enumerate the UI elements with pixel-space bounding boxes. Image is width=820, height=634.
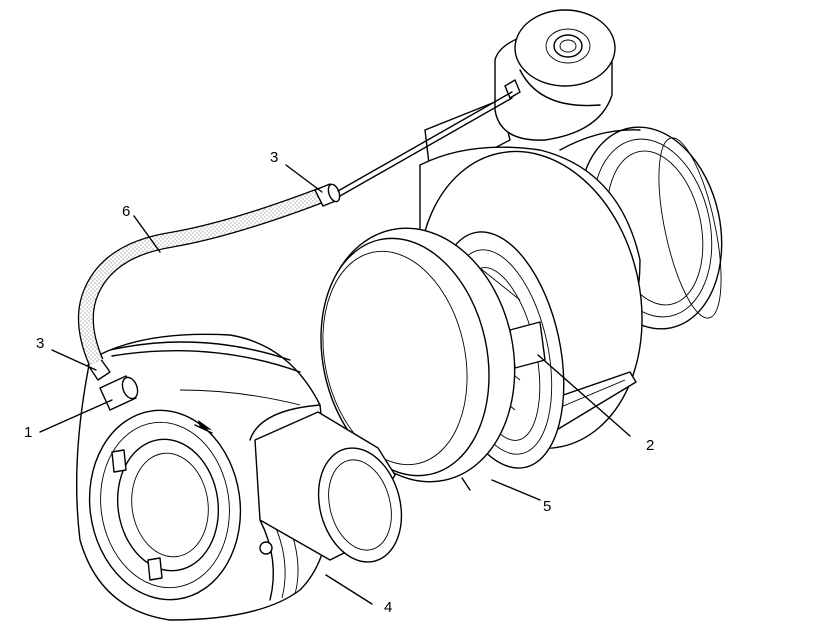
- oil-hose: [77, 91, 513, 366]
- callout-2: 2: [646, 437, 654, 454]
- leader-1: [39, 399, 113, 433]
- callout-3-upper: 3: [270, 149, 278, 166]
- callout-3-lower: 3: [36, 335, 44, 352]
- leader-3a: [51, 349, 97, 371]
- leader-2: [537, 354, 631, 437]
- wastegate-actuator: [424, 9, 616, 173]
- callout-1: 1: [24, 424, 32, 441]
- callout-labels: 1 2 3 3 4 5 6: [24, 149, 654, 616]
- outlet-tube: [249, 404, 403, 563]
- leader-4: [325, 574, 373, 605]
- callout-6: 6: [122, 203, 130, 220]
- leader-6: [133, 215, 161, 253]
- callout-5: 5: [543, 498, 551, 515]
- compressor-cover: [320, 227, 516, 491]
- callout-4: 4: [384, 599, 392, 616]
- volute-housing: [75, 333, 331, 621]
- leader-3b: [285, 164, 323, 193]
- leader-lines: [39, 164, 631, 605]
- leader-5: [491, 479, 541, 501]
